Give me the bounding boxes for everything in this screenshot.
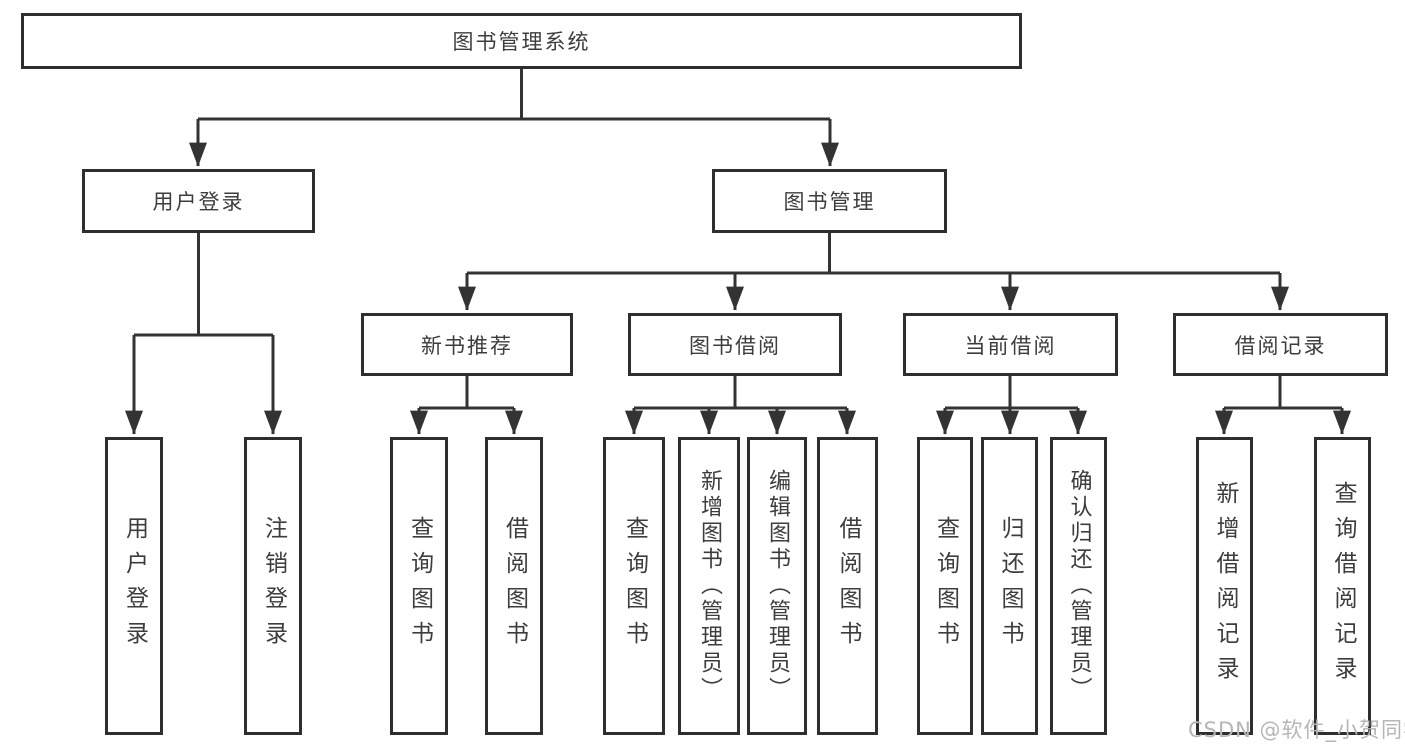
leaf-user-login: 用户登录 bbox=[105, 437, 163, 735]
leaf-bb-borrow-books: 借阅图书 bbox=[817, 437, 878, 735]
csdn-watermark: CSDN @软件_小贺同学 bbox=[1188, 718, 1405, 742]
leaf-cb-query-books: 查询图书 bbox=[917, 437, 973, 735]
node-book-borrow: 图书借阅 bbox=[628, 313, 842, 376]
node-borrow-records: 借阅记录 bbox=[1173, 313, 1388, 376]
node-current-borrow: 当前借阅 bbox=[903, 313, 1118, 376]
node-new-book-recommend: 新书推荐 bbox=[361, 313, 573, 376]
leaf-cb-return-books: 归还图书 bbox=[981, 437, 1038, 735]
node-book-management: 图书管理 bbox=[712, 169, 947, 233]
node-library-system: 图书管理系统 bbox=[21, 13, 1022, 69]
leaf-cb-confirm-return-admin: 确认归还（管理员） bbox=[1050, 437, 1107, 735]
leaf-bb-edit-books-admin: 编辑图书（管理员） bbox=[747, 437, 807, 735]
node-user-login: 用户登录 bbox=[82, 169, 315, 233]
leaf-rec-query-books: 查询图书 bbox=[390, 437, 448, 735]
leaf-br-query-record: 查询借阅记录 bbox=[1314, 437, 1371, 735]
leaf-bb-query-books: 查询图书 bbox=[603, 437, 665, 735]
leaf-br-add-record: 新增借阅记录 bbox=[1196, 437, 1253, 735]
leaf-logout: 注销登录 bbox=[244, 437, 302, 735]
leaf-rec-borrow-books: 借阅图书 bbox=[485, 437, 543, 735]
leaf-bb-add-books-admin: 新增图书（管理员） bbox=[678, 437, 740, 735]
